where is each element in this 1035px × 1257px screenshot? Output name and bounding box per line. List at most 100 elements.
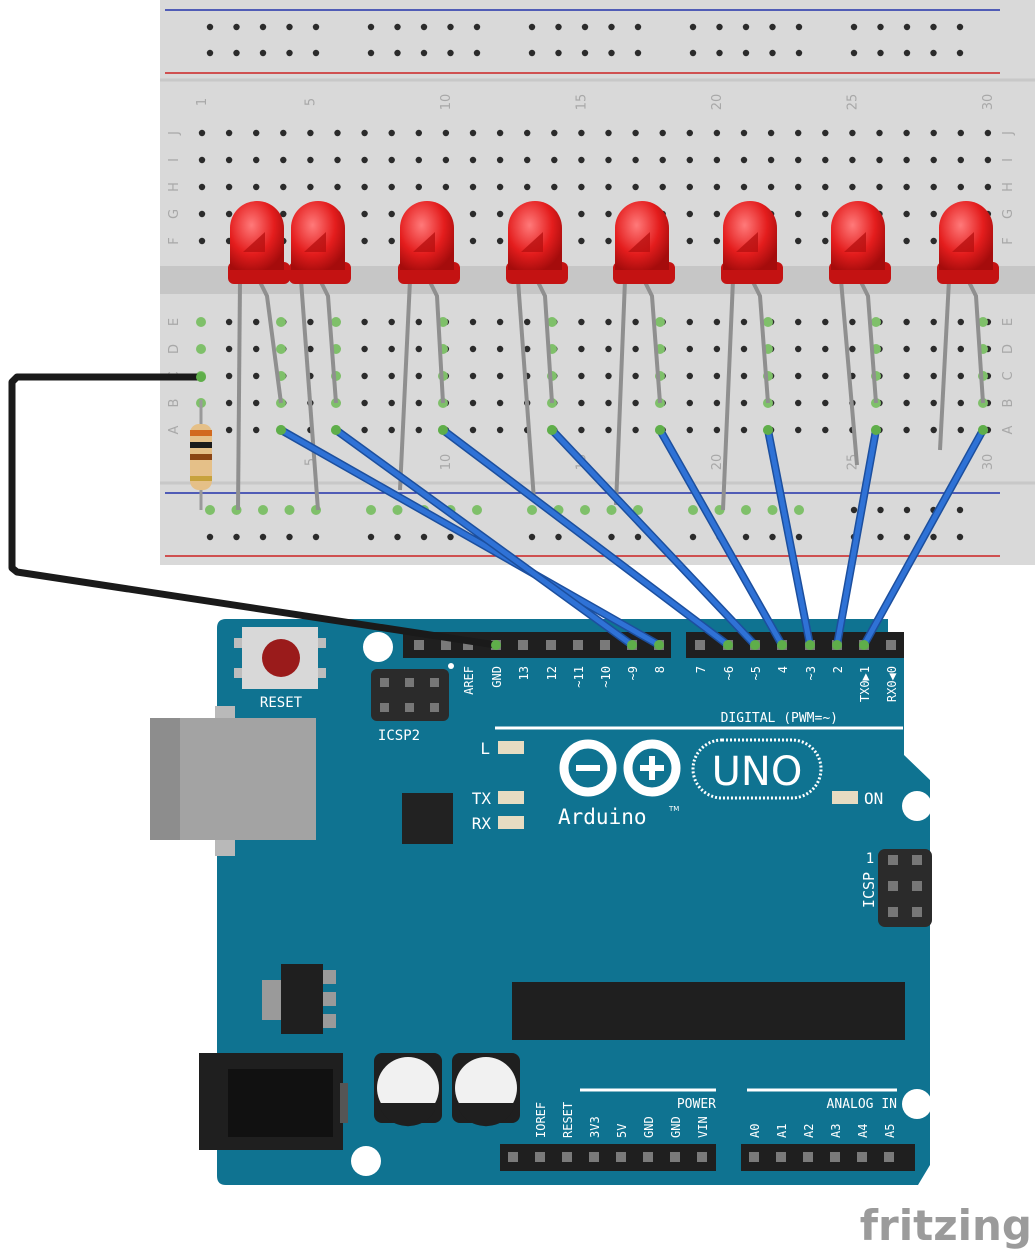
breadboard-hole [822, 210, 829, 218]
breadboard-hole [307, 345, 314, 353]
column-number: 5 [303, 98, 318, 106]
led-leg [427, 279, 445, 404]
row-letter: E [1001, 318, 1016, 326]
rail-hole [555, 533, 562, 541]
rail-hole [528, 533, 536, 541]
breadboard-hole [605, 318, 612, 326]
breadboard-hole [713, 372, 721, 380]
jumper-wire [834, 427, 879, 648]
breadboard-hole [713, 237, 721, 245]
wire-end [871, 425, 881, 435]
breadboard-hole [686, 318, 693, 326]
column-number: 30 [981, 94, 996, 111]
row-letter: C [1001, 371, 1016, 380]
breadboard-hole [686, 129, 693, 137]
breadboard-hole [767, 156, 775, 164]
row-letter: G [1001, 209, 1016, 219]
breadboard-hole [632, 426, 639, 434]
led-legs [236, 279, 985, 511]
breadboard-hole [280, 183, 287, 191]
rail-hole [795, 533, 803, 541]
breadboard-hole [876, 183, 883, 191]
breadboard-hole [388, 156, 395, 164]
connected-rail-hole [472, 505, 482, 515]
rail-hole [259, 23, 267, 31]
analog-header [741, 1144, 915, 1171]
rail-hole [608, 533, 615, 541]
breadboard-hole [225, 210, 233, 218]
rail-hole [394, 533, 401, 541]
breadboard-hole [957, 183, 964, 191]
breadboard-hole [849, 156, 856, 164]
header-pin [643, 1152, 653, 1162]
rail-hole [850, 23, 858, 31]
rail-hole [420, 49, 428, 57]
breadboard-hole [822, 399, 829, 407]
breadboard-hole [415, 156, 422, 164]
red-led [613, 201, 675, 284]
breadboard-hole [632, 129, 639, 137]
breadboard-hole [388, 129, 395, 137]
breadboard-hole [605, 210, 612, 218]
analog-pin-label: A4 [856, 1124, 870, 1138]
breadboard-hole [280, 210, 287, 218]
column-number: 10 [439, 94, 454, 111]
analog-label: ANALOG IN [827, 1097, 897, 1112]
breadboard-hole [334, 129, 341, 137]
breadboard-hole [903, 372, 910, 380]
breadboard-hole [361, 345, 368, 353]
breadboard-hole [578, 129, 585, 137]
header-pin [697, 1152, 707, 1162]
red-led [289, 201, 351, 284]
rail-hole [716, 23, 723, 31]
wire-end [763, 425, 773, 435]
jumper-wire [657, 427, 785, 648]
breadboard-hole [740, 318, 748, 326]
led-leg [750, 279, 770, 404]
led-l-label: L [480, 739, 490, 758]
connected-rail-hole [366, 505, 376, 515]
breadboard-hole [496, 345, 504, 353]
breadboard-hole [930, 156, 937, 164]
breadboard-hole [469, 129, 477, 137]
rail-hole [447, 23, 454, 31]
header-pin [414, 640, 424, 650]
breadboard-labels: 115510101515202025253030JJIIHHGGFFEEDDCC… [167, 94, 1016, 471]
breadboard-hole [334, 183, 341, 191]
breadboard-hole [253, 345, 260, 353]
breadboard-hole [903, 399, 910, 407]
digital-pin-label: TX0▶1 [858, 666, 872, 702]
breadboard-hole [524, 345, 531, 353]
header-pin [508, 1152, 518, 1162]
breadboard-hole [605, 426, 612, 434]
microcontroller-chip [512, 982, 905, 1040]
connected-hole [331, 317, 341, 327]
breadboard-hole [307, 318, 314, 326]
breadboard-hole [198, 129, 206, 137]
column-number: 5 [303, 458, 318, 466]
header-pin [562, 1152, 572, 1162]
breadboard-hole [822, 183, 829, 191]
led-l [498, 741, 524, 754]
rail-hole [233, 533, 240, 541]
breadboard-hole [415, 426, 422, 434]
rail-hole [528, 49, 536, 57]
breadboard-hole [713, 210, 721, 218]
rail-hole [555, 23, 562, 31]
rail-hole [233, 23, 240, 31]
breadboard-hole [795, 210, 802, 218]
header-pin [670, 1152, 680, 1162]
breadboard-hole [822, 237, 829, 245]
reset-button[interactable] [234, 627, 326, 689]
rail-hole [877, 506, 884, 514]
rail-hole [716, 49, 723, 57]
breadboard-hole [361, 318, 368, 326]
power-pin-label: 3V3 [588, 1116, 602, 1138]
breadboard-hole [225, 426, 233, 434]
breadboard-hole [795, 372, 802, 380]
breadboard-hole [713, 183, 721, 191]
breadboard-hole [740, 426, 748, 434]
analog-pin-label: A3 [829, 1124, 843, 1138]
